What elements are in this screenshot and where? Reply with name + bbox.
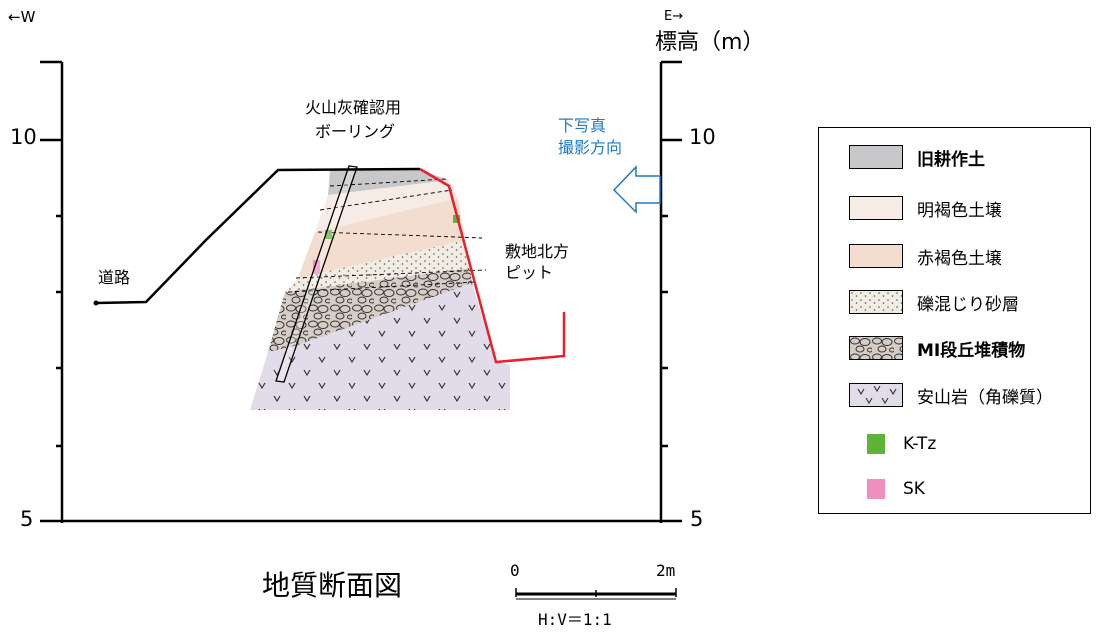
- legend-label: 安山岩（角礫質）: [917, 387, 1053, 408]
- scale-bar: [515, 588, 677, 600]
- sk-marker: [313, 260, 320, 274]
- legend-swatch: [867, 434, 885, 454]
- boring-label-line1: 火山灰確認用: [305, 98, 402, 117]
- legend-label: MI段丘堆積物: [917, 340, 1026, 361]
- left-tick-10: 10: [10, 125, 37, 149]
- photo-direction-line2: 撮影方向: [558, 138, 623, 157]
- pit-label-line1: 敷地北方: [505, 242, 570, 261]
- ktz-marker-pit: [453, 215, 460, 223]
- legend-item-ktz: K-Tz: [849, 431, 936, 457]
- legend-item-sand: 礫混じり砂層: [849, 289, 1019, 315]
- scale-end-label: 2m: [656, 561, 676, 580]
- legend-item-terrace: MI段丘堆積物: [849, 335, 1025, 361]
- road-end-point: [93, 300, 99, 306]
- legend-label: 旧耕作土: [917, 149, 985, 170]
- legend-swatch: [849, 336, 903, 360]
- legend: 旧耕作土 明褐色土壌 赤褐色土壌 礫混じり砂層 MI段丘堆積物 安山岩（角礫質）…: [818, 127, 1091, 514]
- legend-swatch: [849, 290, 903, 314]
- east-direction-label: E→: [664, 9, 684, 24]
- west-direction-label: ←W: [8, 8, 36, 26]
- legend-item-reddish-soil: 赤褐色土壌: [849, 243, 1002, 269]
- legend-label: 礫混じり砂層: [917, 294, 1019, 315]
- diagram-caption: 地質断面図: [262, 569, 403, 602]
- axis-title: 標高（m）: [655, 30, 765, 55]
- legend-label: 明褐色土壌: [917, 200, 1002, 221]
- right-tick-5: 5: [690, 507, 704, 531]
- left-tick-5: 5: [20, 507, 34, 531]
- ground-surface-line: [95, 167, 421, 305]
- legend-swatch: [849, 145, 903, 169]
- legend-swatch: [867, 479, 885, 499]
- scale-start-label: 0: [510, 561, 520, 580]
- layer-boundaries: [287, 178, 487, 293]
- boring-label-line2: ボーリング: [315, 122, 396, 141]
- layer-terrace: [268, 268, 472, 352]
- legend-label: SK: [903, 479, 925, 499]
- boring-column: [275, 165, 358, 383]
- layer-light-soil: [315, 180, 458, 232]
- left-axis: [40, 60, 64, 523]
- legend-label: 赤褐色土壌: [917, 248, 1002, 269]
- ktz-marker: [325, 230, 332, 239]
- legend-swatch: [849, 244, 903, 268]
- legend-swatch: [849, 196, 903, 220]
- legend-item-andesite: 安山岩（角礫質）: [849, 382, 1053, 408]
- pit-outline: [419, 167, 566, 364]
- pit-label-line2: ピット: [505, 263, 554, 282]
- legend-item-cultivated: 旧耕作土: [849, 144, 985, 170]
- layer-andesite: [250, 283, 510, 410]
- layer-reddish-soil: [298, 198, 465, 278]
- right-tick-10: 10: [689, 125, 716, 149]
- legend-label: K-Tz: [903, 434, 937, 454]
- legend-swatch: [849, 383, 903, 407]
- layer-sand: [285, 240, 470, 292]
- right-axis: [659, 60, 682, 523]
- road-label: 道路: [98, 268, 131, 287]
- legend-item-light-soil: 明褐色土壌: [849, 195, 1002, 221]
- legend-item-sk: SK: [849, 476, 925, 502]
- photo-direction-line1: 下写真: [558, 116, 607, 135]
- scale-ratio-label: H:V＝1:1: [538, 610, 612, 629]
- photo-direction-arrow: [612, 165, 661, 214]
